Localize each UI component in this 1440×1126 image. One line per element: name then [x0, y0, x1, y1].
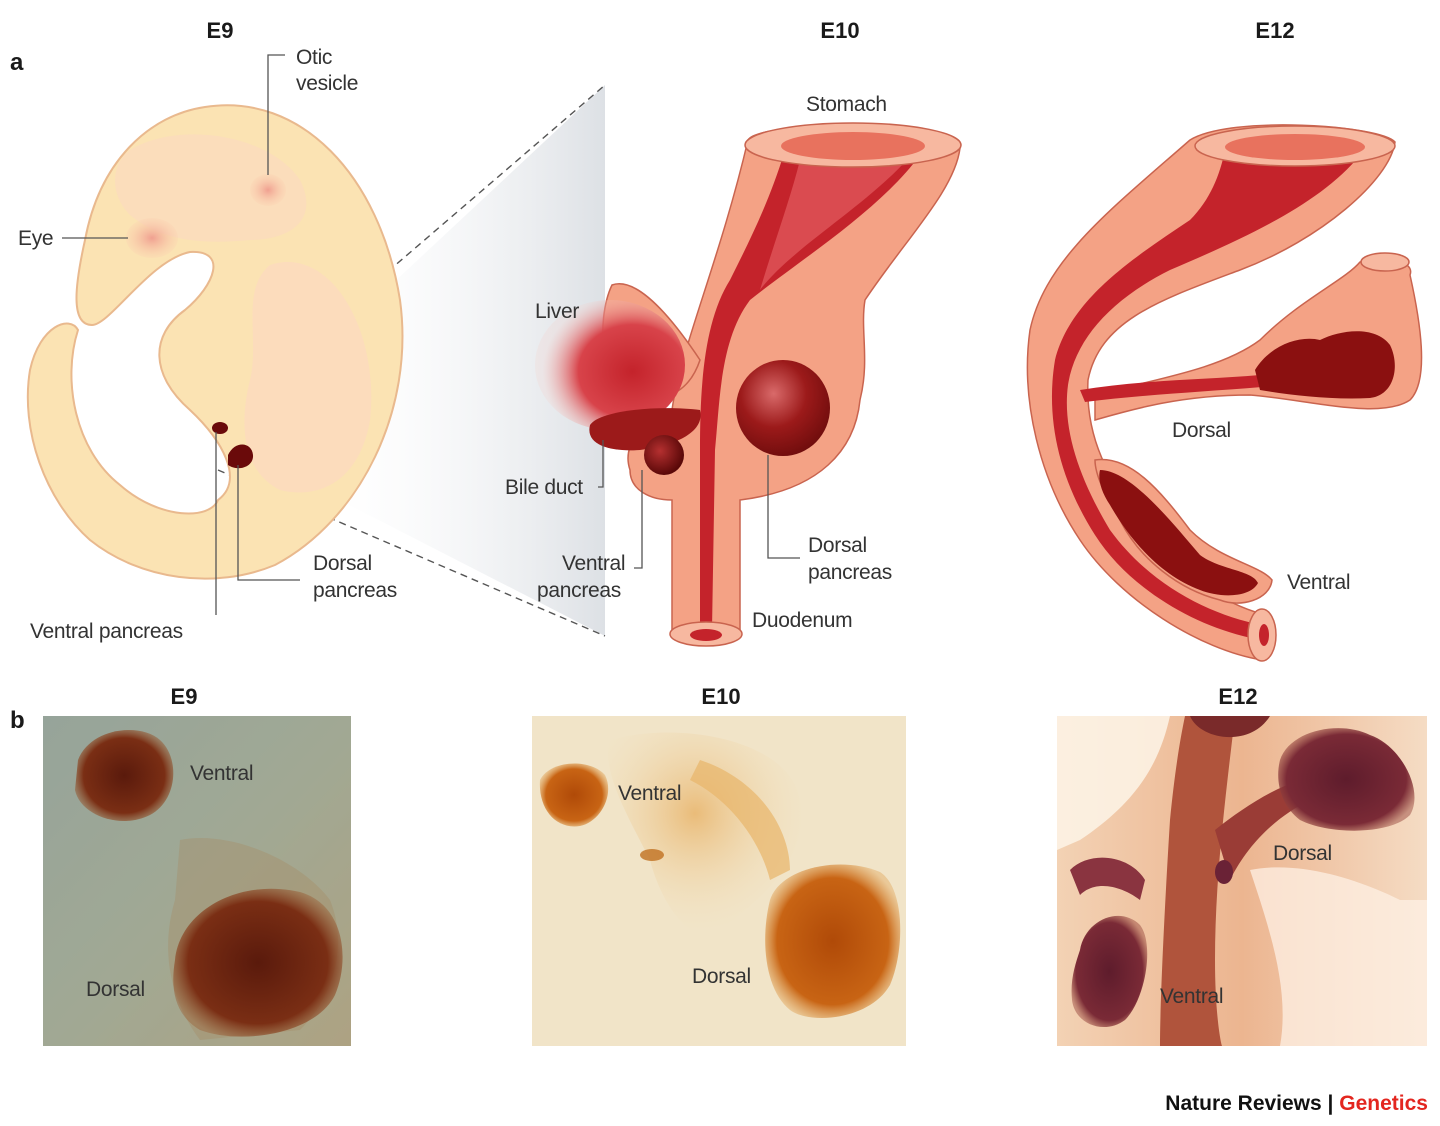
panel-b-stage-e10: E10 [701, 684, 740, 709]
panel-a-stage-e10: E10 [820, 18, 859, 43]
label-e9-ventral: Ventral pancreas [30, 620, 183, 643]
panel-b-stage-e12: E12 [1218, 684, 1257, 709]
credit-section: Genetics [1339, 1092, 1428, 1115]
photo-e12-label-dorsal: Dorsal [1273, 842, 1332, 865]
label-e10-dorsal-2: pancreas [808, 561, 892, 584]
panel-b-letter: b [10, 707, 25, 734]
e10-lumen-highlight [760, 159, 905, 290]
photo-e9: Ventral Dorsal [43, 716, 351, 1046]
e9-dorsal-bud [228, 444, 254, 469]
e10-dorsal-pancreas [736, 360, 830, 456]
e12-ventral-pancreas [1099, 470, 1258, 596]
photo-e12-tube [1160, 716, 1235, 1046]
e10-ventral-pancreas [644, 435, 684, 475]
zoom-line-bottom [217, 469, 606, 637]
leader-otic [267, 54, 285, 175]
photo-e12-dorsal-lobe [1278, 728, 1415, 831]
e9-ventral-bud [212, 422, 228, 434]
panel-b: b E9 E10 E12 Ventral Dorsal Ventral Dors… [10, 684, 1427, 1046]
e10-liver [535, 300, 685, 430]
panel-a: a E9 E10 E12 Otic vesicle Eye Dorsal pan… [10, 18, 1423, 662]
panel-b-stage-e9: E9 [171, 684, 198, 709]
label-e10-ventral-2: pancreas [537, 579, 621, 602]
e12-duodenum-opening [1259, 624, 1269, 646]
label-stomach: Stomach [806, 93, 887, 116]
leader-e10-ventral [634, 470, 643, 569]
photo-e12-label-ventral: Ventral [1160, 985, 1223, 1008]
leader-e9-dorsal [237, 465, 300, 581]
label-otic-2: vesicle [296, 72, 358, 95]
photo-e10-dorsal-bud [765, 864, 901, 1018]
photo-e9-ventral-bud [75, 729, 174, 821]
photo-e12-tube-top [1190, 716, 1270, 738]
label-e12-ventral: Ventral [1287, 571, 1350, 594]
label-e10-ventral-1: Ventral [562, 552, 625, 575]
leader-bile-duct [598, 440, 604, 488]
credit-journal: Nature Reviews [1165, 1092, 1322, 1115]
photo-e9-dorsal-bud [173, 888, 343, 1037]
photo-e10-label-dorsal: Dorsal [692, 965, 751, 988]
photo-e10-ventral-bud [539, 763, 609, 827]
e12-dorsal-pancreas [1255, 331, 1395, 399]
label-duodenum: Duodenum [752, 609, 852, 632]
e10-stomach-opening [781, 132, 925, 160]
photo-e12-node [1215, 860, 1233, 884]
embryo-inner-shading [244, 262, 372, 493]
e12-lumen [1051, 147, 1360, 640]
label-e9-dorsal-1: Dorsal [313, 552, 372, 575]
label-eye: Eye [18, 227, 53, 250]
photo-e12-bright-left [1057, 716, 1170, 850]
photo-e9-label-dorsal: Dorsal [86, 978, 145, 1001]
e10-duodenum-opening [690, 629, 722, 641]
e10-gut [535, 122, 962, 647]
photo-e12-ventral-lobe [1071, 915, 1148, 1028]
photo-e10-label-ventral: Ventral [618, 782, 681, 805]
credit-separator: | [1327, 1092, 1334, 1115]
photo-e10-fragment [640, 849, 664, 861]
e12-gut [1026, 124, 1423, 662]
e10-lumen [700, 147, 920, 630]
photo-e12: Dorsal Ventral [1057, 716, 1427, 1046]
eye-spot [126, 218, 178, 258]
photo-e12-ventral-stalk [1070, 857, 1145, 900]
publisher-credit: Nature Reviews | Genetics [1165, 1092, 1428, 1116]
photo-e9-label-ventral: Ventral [190, 762, 253, 785]
e12-upper-duct-rim [1360, 252, 1410, 272]
label-otic-1: Otic [296, 46, 332, 69]
otic-vesicle-spot [250, 174, 286, 206]
e9-embryo [26, 104, 404, 580]
photo-e10-stalk [690, 760, 790, 880]
photo-e10-haze [608, 732, 802, 935]
embryo-head-shading [115, 134, 307, 242]
panel-a-letter: a [10, 49, 24, 76]
label-e9-dorsal-2: pancreas [313, 579, 397, 602]
label-e12-dorsal: Dorsal [1172, 419, 1231, 442]
e12-stomach-opening [1225, 134, 1365, 160]
e12-dorsal-duct [1080, 375, 1262, 402]
label-e10-dorsal-1: Dorsal [808, 534, 867, 557]
photo-e12-bright-right [1250, 867, 1427, 1046]
label-liver: Liver [535, 300, 579, 323]
photo-e12-dorsal-stalk [1215, 780, 1310, 880]
photo-e10: Ventral Dorsal [532, 716, 906, 1046]
leader-e10-dorsal [767, 455, 800, 559]
panel-a-stage-e12: E12 [1255, 18, 1294, 43]
panel-a-stage-e9: E9 [207, 18, 234, 43]
label-bile-duct: Bile duct [505, 476, 583, 499]
